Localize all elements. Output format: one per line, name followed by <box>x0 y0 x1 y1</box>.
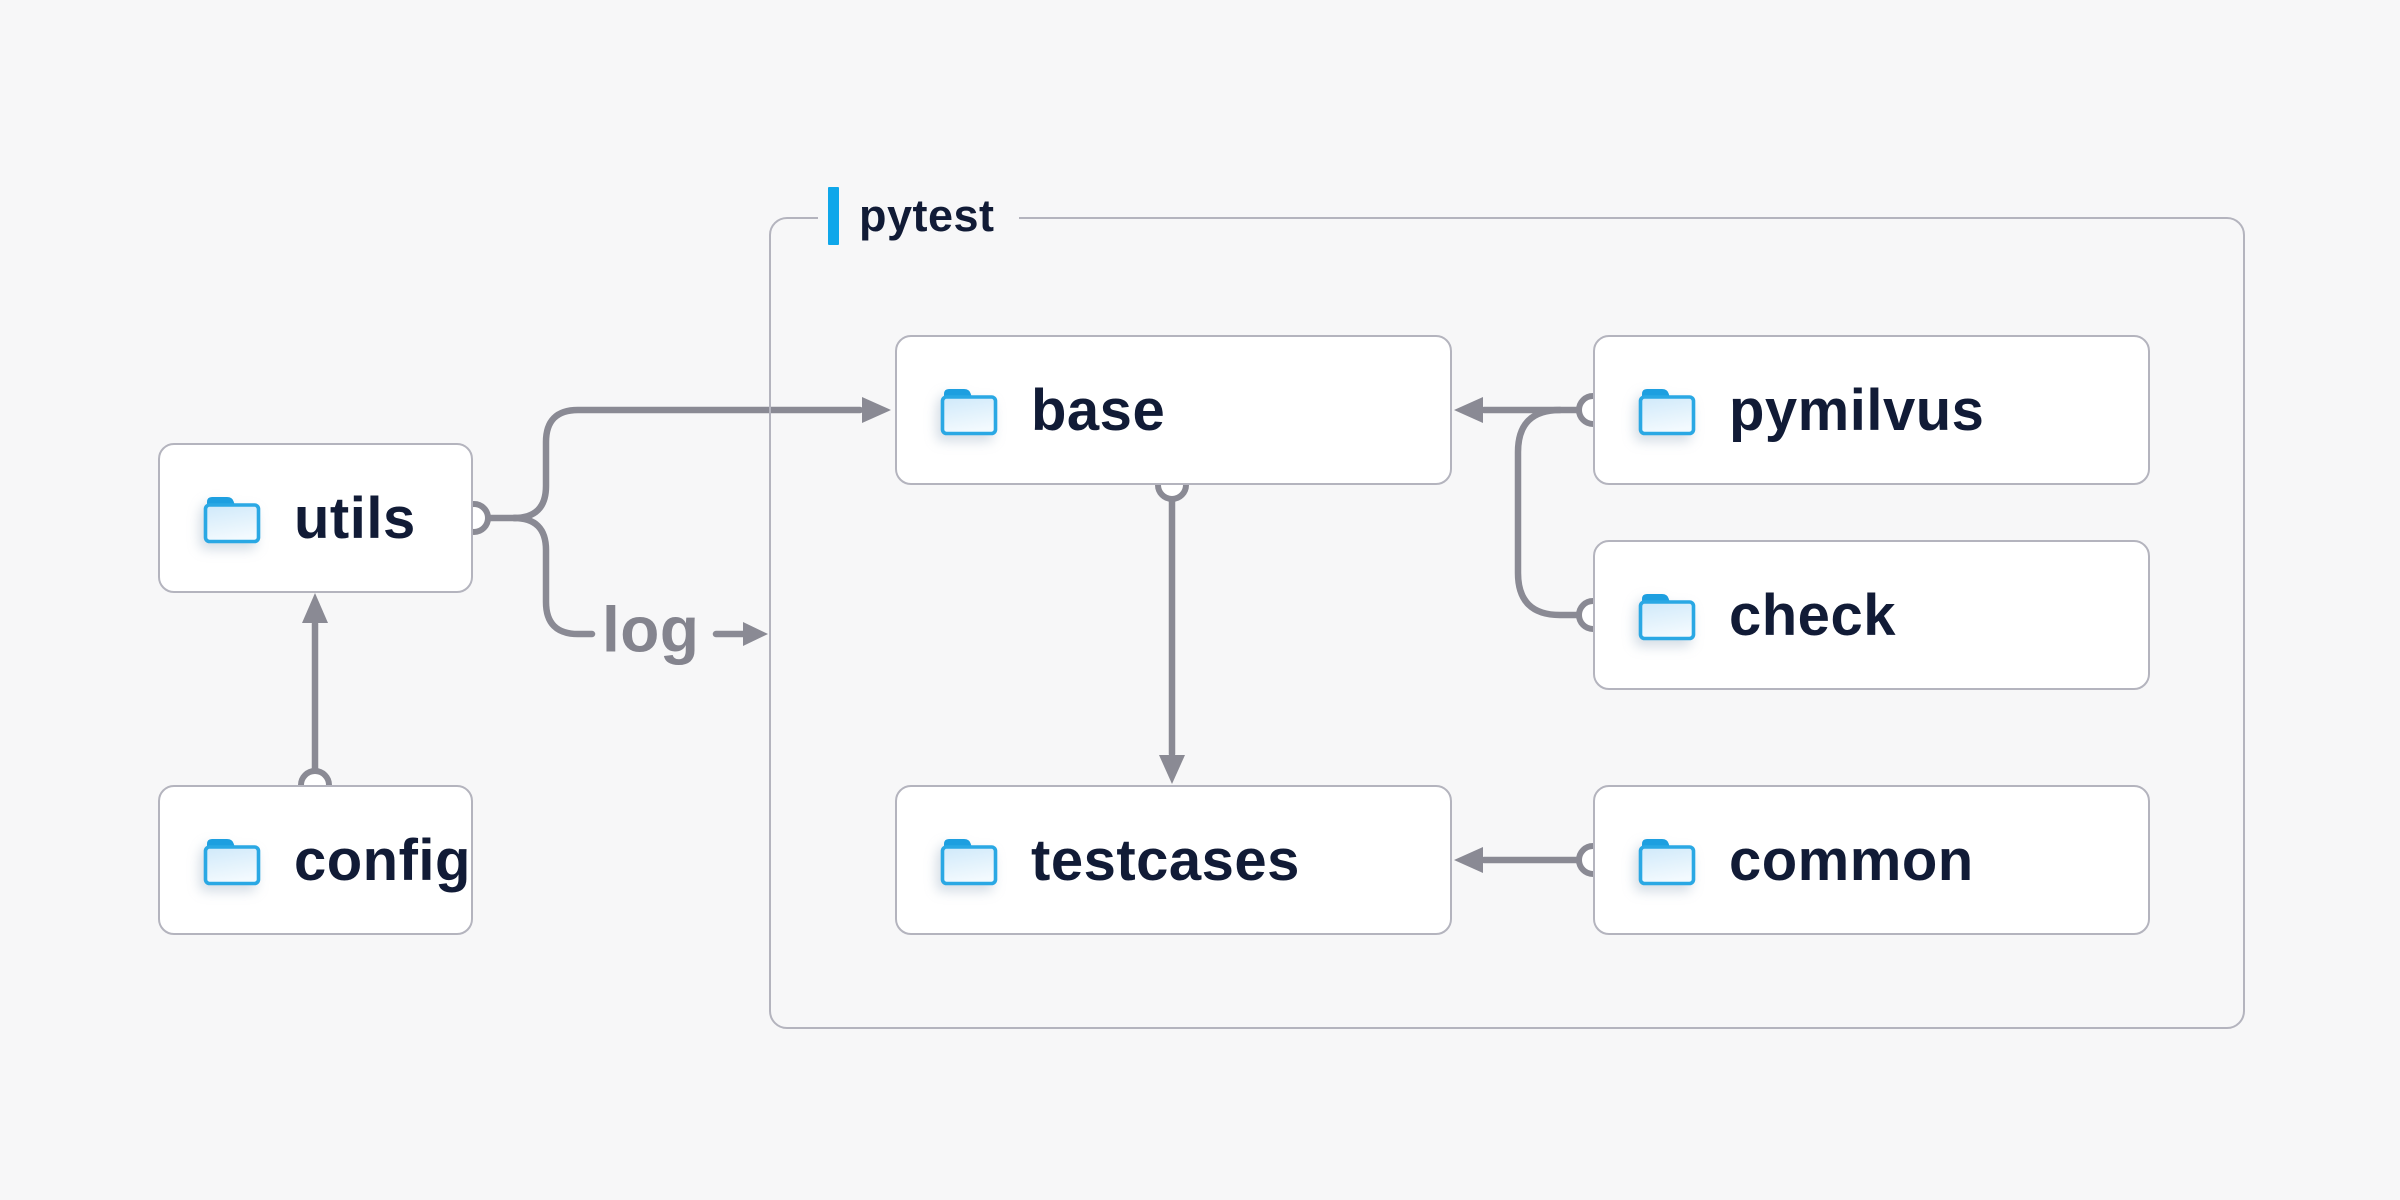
node-common: common <box>1593 785 2150 935</box>
folder-icon <box>203 497 261 544</box>
log-edge-label: log <box>602 593 700 666</box>
arrowhead-left-icon <box>1454 397 1483 423</box>
edge-check-branch-line <box>1518 410 1579 615</box>
arrowhead-down-icon <box>1159 755 1185 784</box>
folder-icon <box>203 839 261 886</box>
node-label: utils <box>294 485 416 551</box>
node-config: config <box>158 785 473 935</box>
node-testcases: testcases <box>895 785 1452 935</box>
edge-config-to-utils <box>301 593 329 799</box>
edge-utils-log-line <box>514 518 592 634</box>
node-label: pymilvus <box>1729 377 1985 443</box>
node-base: base <box>895 335 1452 485</box>
folder-icon <box>1638 389 1696 436</box>
folder-icon <box>940 389 998 436</box>
folder-icon <box>1638 839 1696 886</box>
folder-icon <box>1638 594 1696 641</box>
pytest-group-label: pytest <box>818 185 1019 247</box>
arrowhead-left-icon <box>1454 847 1483 873</box>
edge-utils-fanout <box>460 397 891 646</box>
group-title: pytest <box>859 190 995 241</box>
arrowhead-up-icon <box>302 593 328 623</box>
node-utils: utils <box>158 443 473 593</box>
edge-utils-base-line <box>514 410 860 518</box>
pytest-group-box <box>769 217 2245 1029</box>
node-label: testcases <box>1031 827 1300 893</box>
node-label: config <box>294 827 471 893</box>
arrowhead-right-icon <box>862 397 891 423</box>
node-pymilvus: pymilvus <box>1593 335 2150 485</box>
node-check: check <box>1593 540 2150 690</box>
accent-bar-icon <box>828 187 839 245</box>
node-label: check <box>1729 582 1896 648</box>
node-label: common <box>1729 827 1974 893</box>
node-label: base <box>1031 377 1166 443</box>
arrowhead-right-small-icon <box>743 622 768 646</box>
folder-icon <box>940 839 998 886</box>
